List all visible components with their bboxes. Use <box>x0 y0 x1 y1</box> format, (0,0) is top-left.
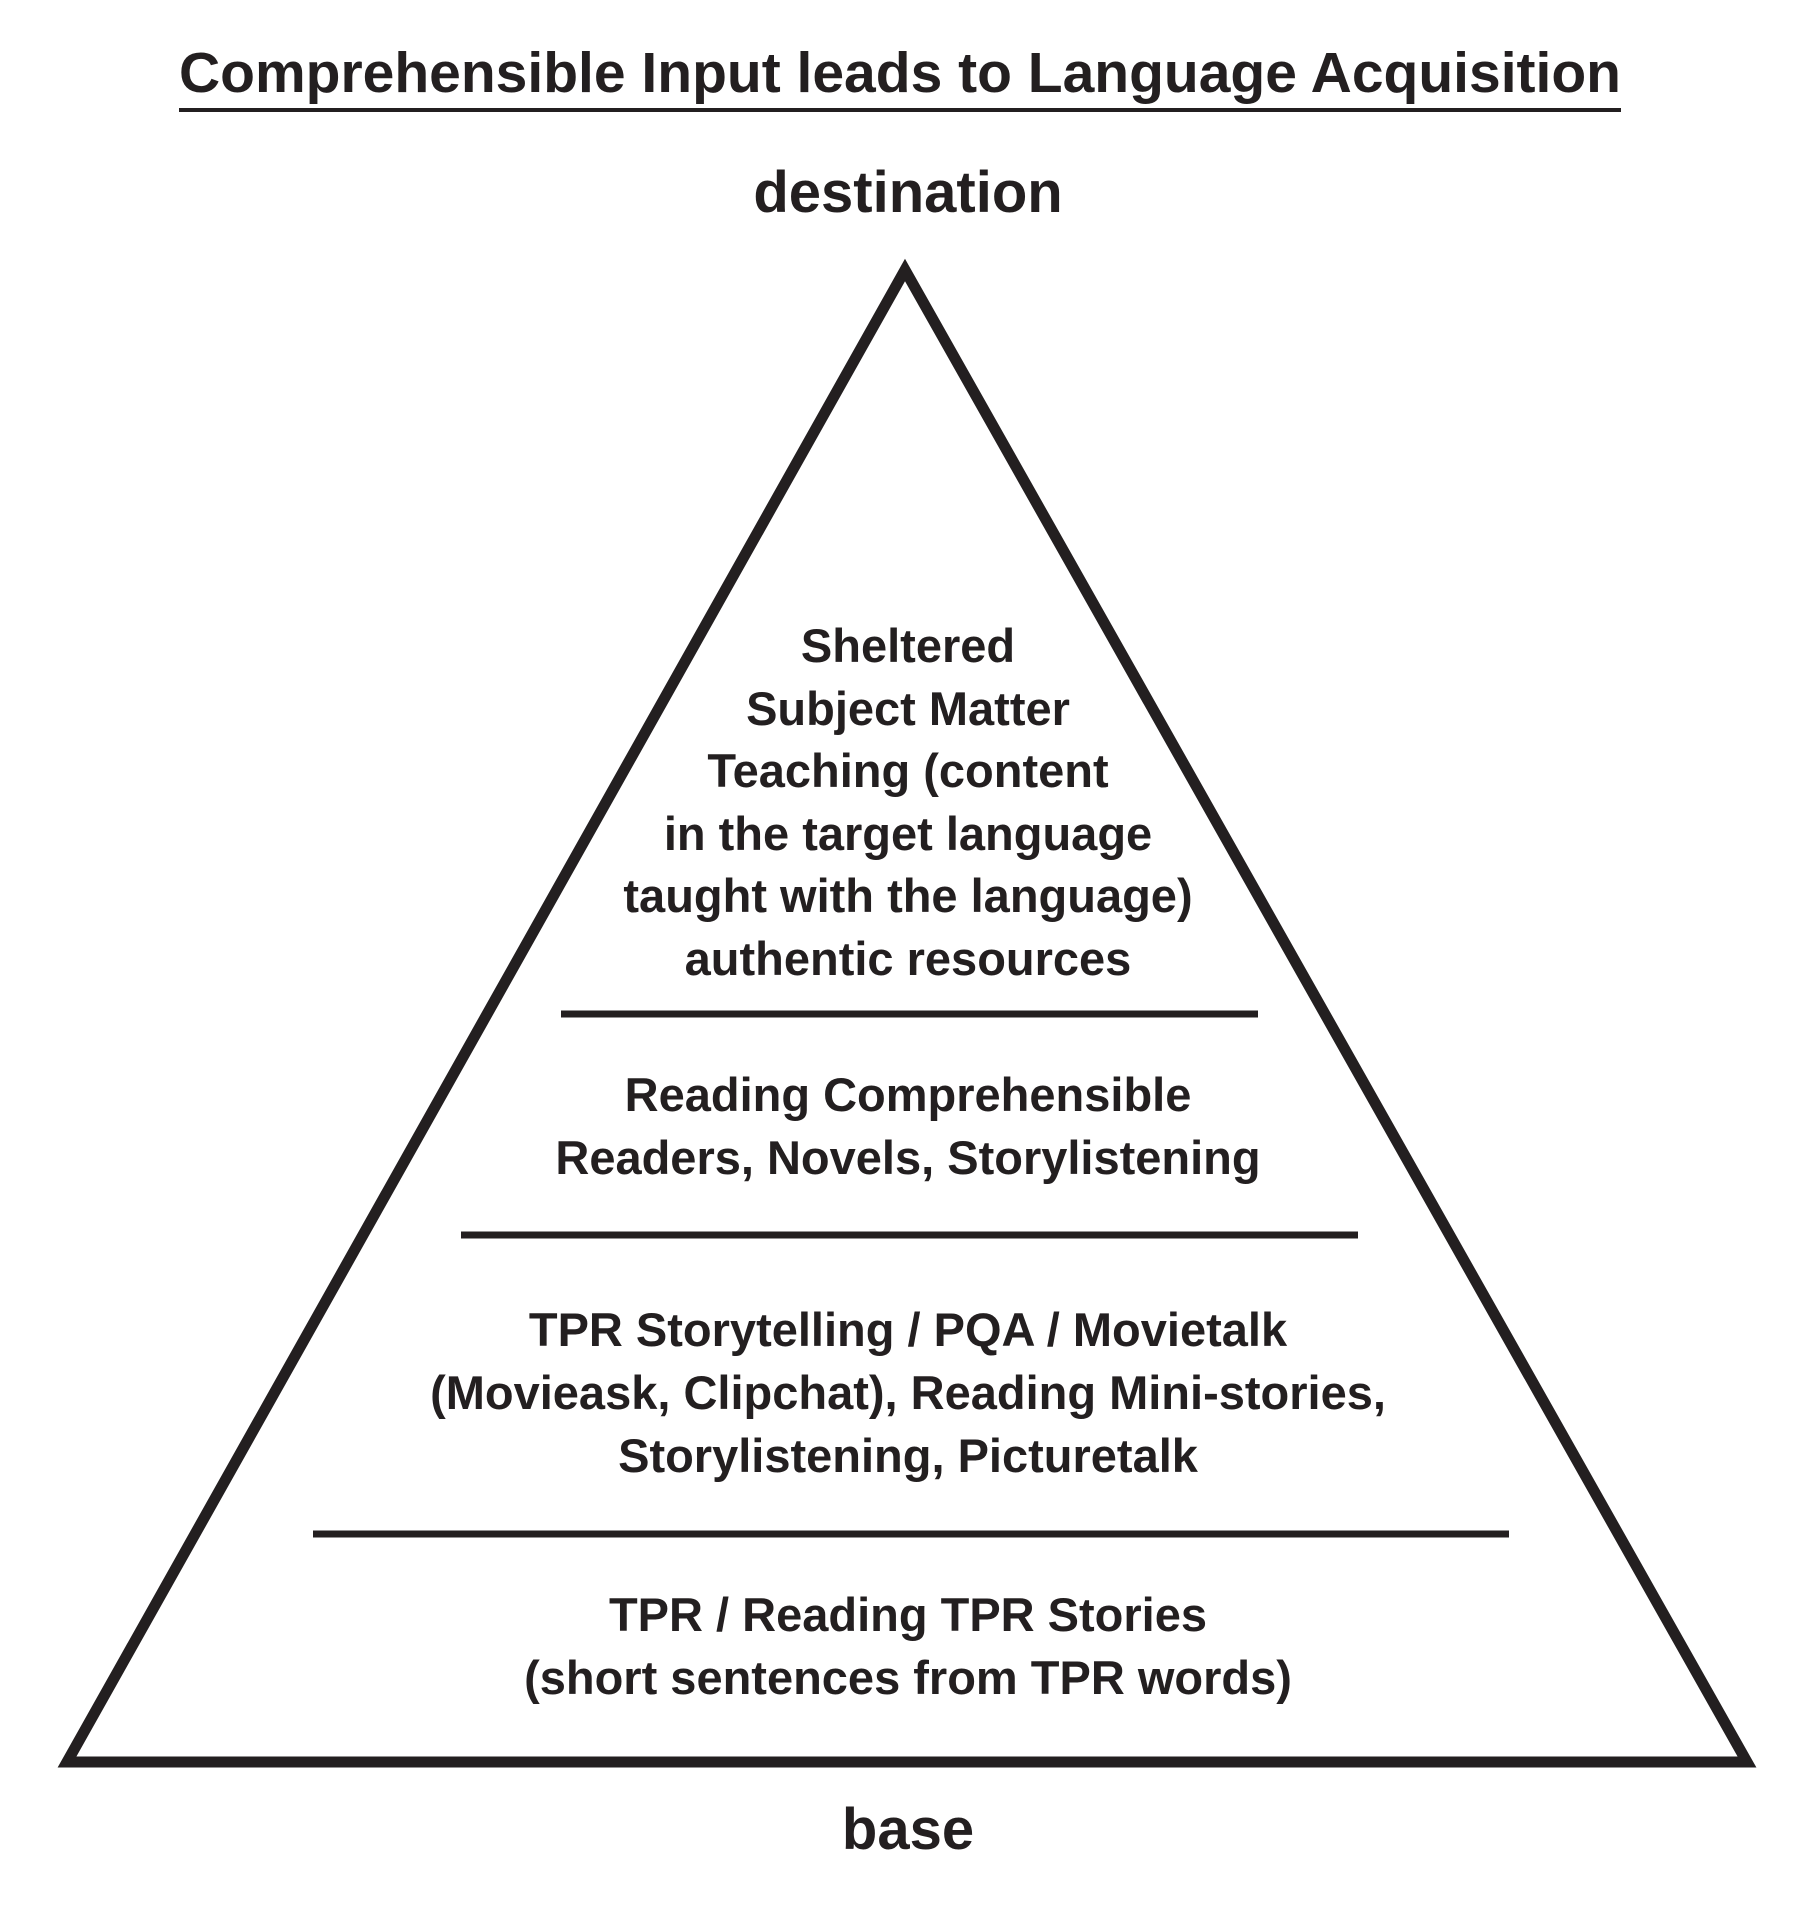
tier-line: Storylistening, Picturetalk <box>618 1429 1198 1482</box>
tier-line: taught with the language) <box>623 869 1193 922</box>
pyramid-outline <box>57 258 1757 1768</box>
tier-line: Reading Comprehensible <box>624 1068 1192 1121</box>
tier-line: authentic resources <box>684 931 1132 985</box>
diagram-title: Comprehensible Input leads to Language A… <box>0 38 1800 112</box>
apex-label: destination <box>753 160 1063 225</box>
tier-line: in the target language <box>663 806 1153 860</box>
tier-sheltered-subject-matter: Sheltered Subject Matter Teaching (conte… <box>0 615 1800 990</box>
tier-reading-comprehensible: Reading Comprehensible Readers, Novels, … <box>0 1063 1800 1189</box>
tier-line: Teaching (content <box>707 744 1109 797</box>
tier-tpr-reading-stories: TPR / Reading TPR Stories (short sentenc… <box>0 1583 1800 1709</box>
base-label: base <box>841 1797 975 1862</box>
tier-line: Readers, Novels, Storylistening <box>555 1131 1261 1184</box>
tier-line: (short sentences from TPR words) <box>524 1651 1292 1704</box>
tier-line: TPR / Reading TPR Stories <box>608 1588 1208 1641</box>
tier-line: TPR Storytelling / PQA / Movietalk <box>528 1303 1288 1356</box>
tier-line: (Movieask, Clipchat), Reading Mini-stori… <box>430 1366 1386 1419</box>
tier-line: Subject Matter <box>746 681 1070 735</box>
tier-line: Sheltered <box>800 619 1016 672</box>
tier-tpr-storytelling: TPR Storytelling / PQA / Movietalk (Movi… <box>0 1298 1800 1487</box>
diagram-title-text: Comprehensible Input leads to Language A… <box>178 38 1621 112</box>
